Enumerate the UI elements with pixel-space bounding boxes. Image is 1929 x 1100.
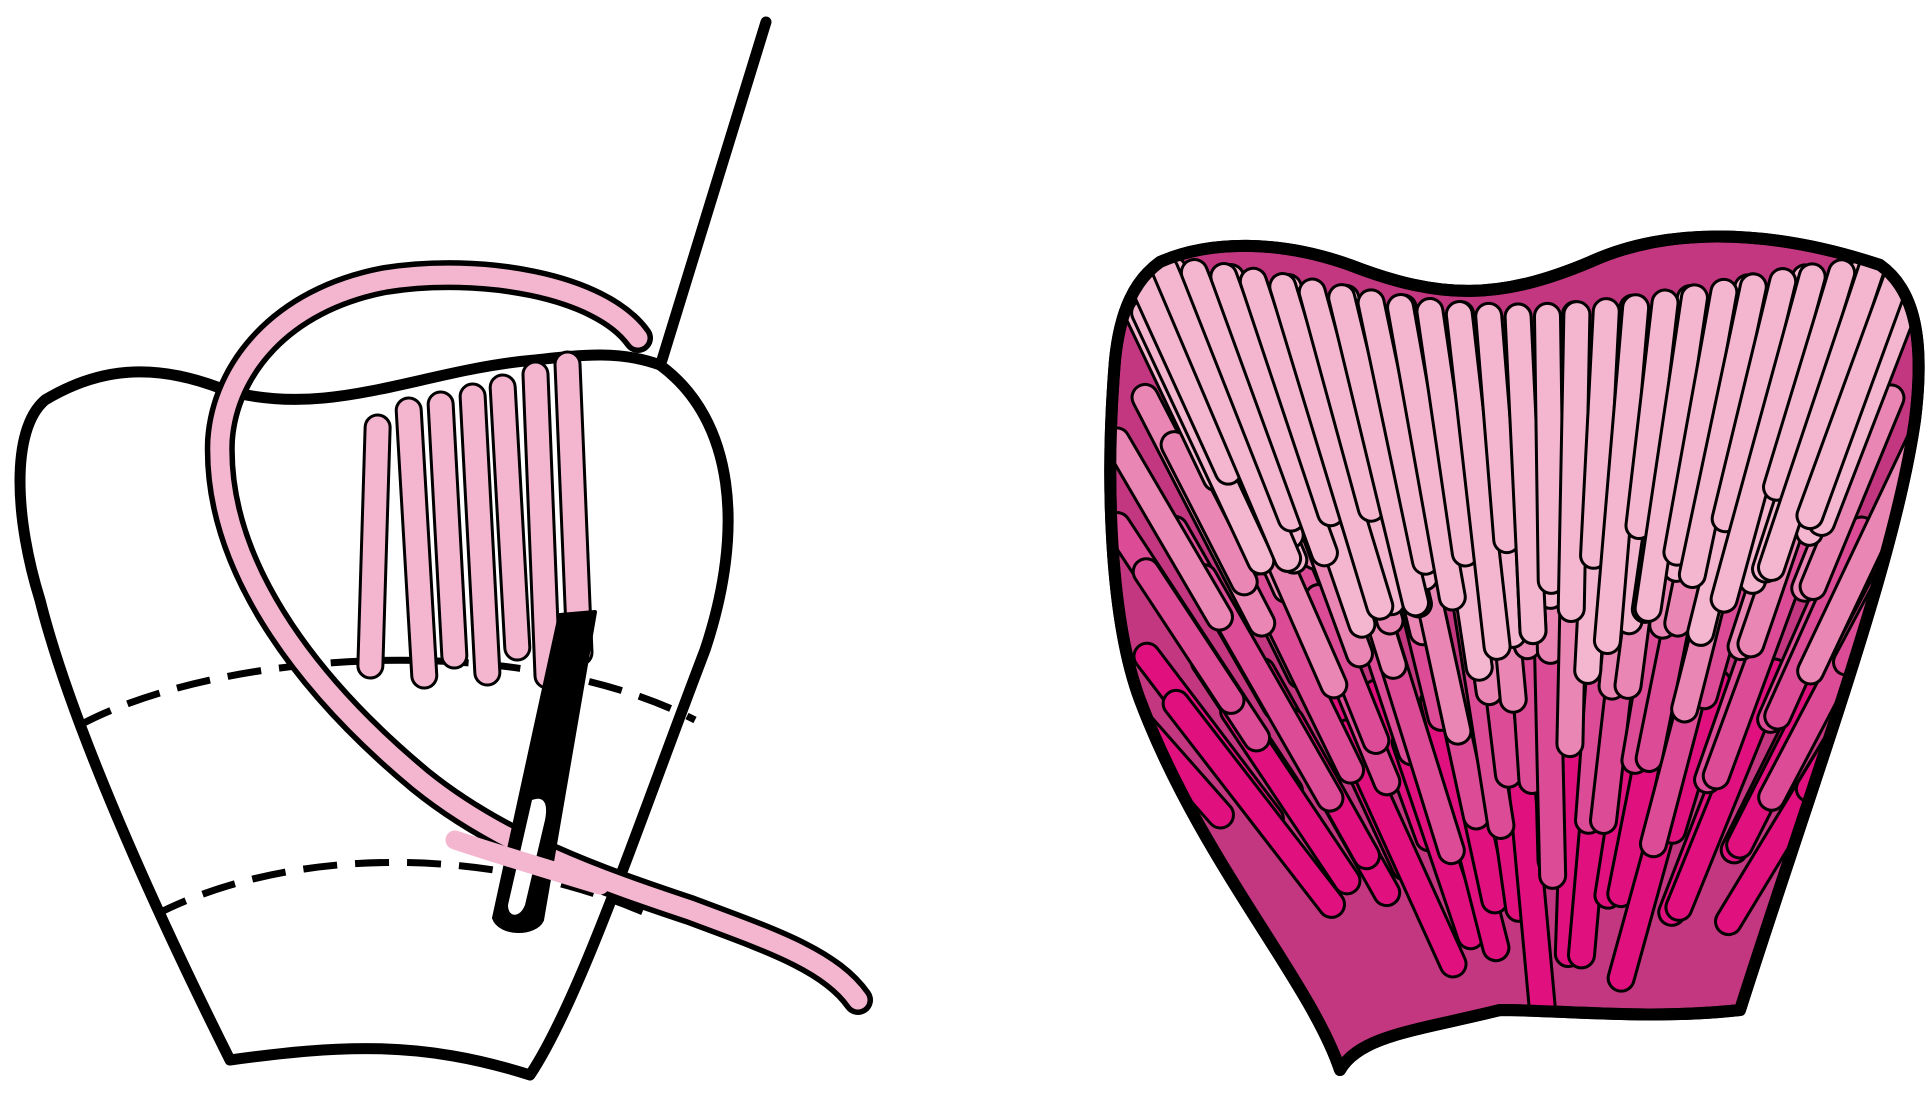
stitch-technique-figure <box>20 22 858 1075</box>
finished-petal-figure <box>1098 236 1929 1070</box>
needle-icon <box>662 22 766 360</box>
long-and-short-stitches-icon <box>1098 249 1929 1019</box>
